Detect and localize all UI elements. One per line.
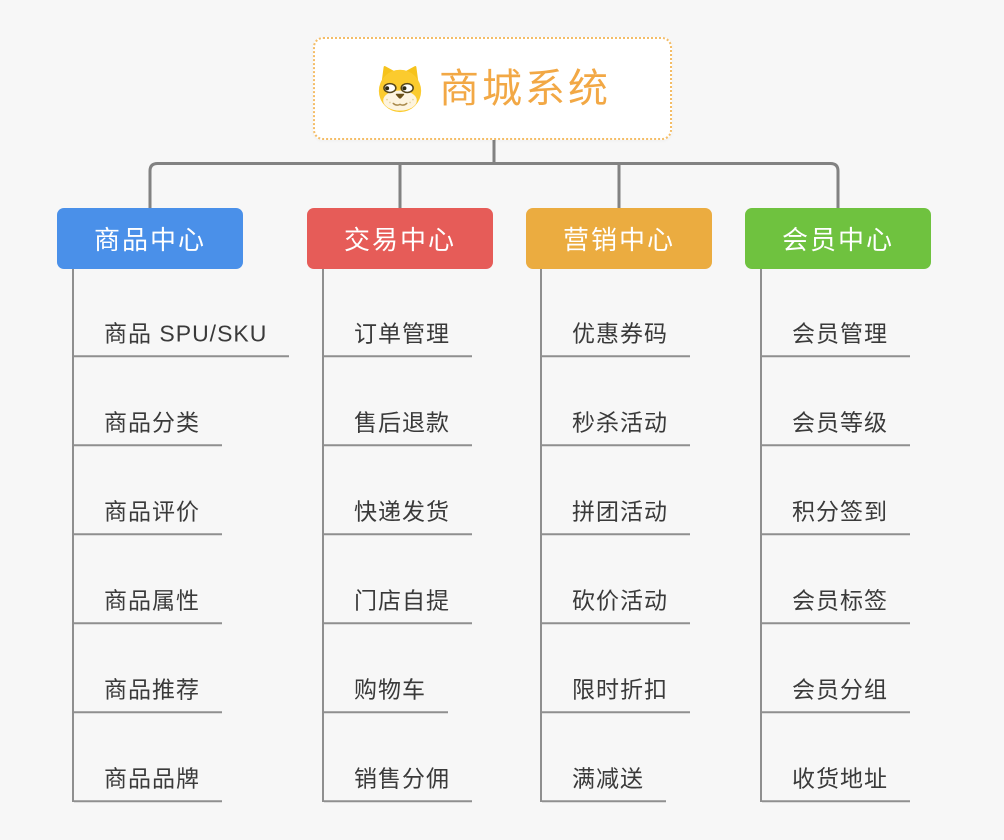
branch-label: 交易中心	[343, 225, 456, 255]
product-center-children: 商品 SPU/SKU 商品分类 商品评价 商品属性 商品推荐 商品品牌	[72, 269, 314, 802]
branch-label: 会员中心	[781, 225, 894, 255]
leaf-item[interactable]: 商品品牌	[74, 764, 222, 802]
leaf-item[interactable]: 会员标签	[762, 586, 910, 624]
leaf-item[interactable]: 商品评价	[74, 497, 222, 535]
leaf-item[interactable]: 积分签到	[762, 497, 910, 535]
leaf-item[interactable]: 砍价活动	[542, 586, 690, 624]
branch-node-product-center[interactable]: 商品中心	[57, 208, 243, 269]
leaf-item[interactable]: 商品属性	[74, 586, 222, 624]
leaf-item[interactable]: 会员分组	[762, 675, 910, 713]
leaf-item[interactable]: 会员等级	[762, 408, 910, 446]
doge-icon	[374, 64, 426, 114]
leaf-item[interactable]: 限时折扣	[542, 675, 690, 713]
leaf-item[interactable]: 秒杀活动	[542, 408, 690, 446]
branch-label: 商品中心	[93, 225, 206, 255]
leaf-item[interactable]: 拼团活动	[542, 497, 690, 535]
leaf-item[interactable]: 商品 SPU/SKU	[74, 319, 290, 357]
leaf-item[interactable]: 门店自提	[324, 586, 472, 624]
branch-node-marketing-center[interactable]: 营销中心	[526, 208, 712, 269]
leaf-item[interactable]: 售后退款	[324, 408, 472, 446]
member-center-children: 会员管理 会员等级 积分签到 会员标签 会员分组 收货地址	[760, 269, 1002, 802]
leaf-item[interactable]: 商品分类	[74, 408, 222, 446]
branch-label: 营销中心	[562, 225, 675, 255]
leaf-item[interactable]: 销售分佣	[324, 764, 472, 802]
root-node[interactable]: 商城系统	[313, 37, 672, 140]
trade-center-children: 订单管理 售后退款 快递发货 门店自提 购物车 销售分佣	[322, 269, 564, 802]
leaf-item[interactable]: 订单管理	[324, 319, 472, 357]
branch-node-member-center[interactable]: 会员中心	[745, 208, 931, 269]
leaf-item[interactable]: 优惠券码	[542, 319, 690, 357]
leaf-item[interactable]: 快递发货	[324, 497, 472, 535]
leaf-item[interactable]: 商品推荐	[74, 675, 222, 713]
leaf-item[interactable]: 购物车	[324, 675, 448, 713]
root-title: 商城系统	[439, 66, 611, 111]
leaf-item[interactable]: 收货地址	[762, 764, 910, 802]
marketing-center-children: 优惠券码 秒杀活动 拼团活动 砍价活动 限时折扣 满减送	[540, 269, 782, 802]
leaf-item[interactable]: 会员管理	[762, 319, 910, 357]
leaf-item[interactable]: 满减送	[542, 764, 666, 802]
branch-node-trade-center[interactable]: 交易中心	[307, 208, 493, 269]
